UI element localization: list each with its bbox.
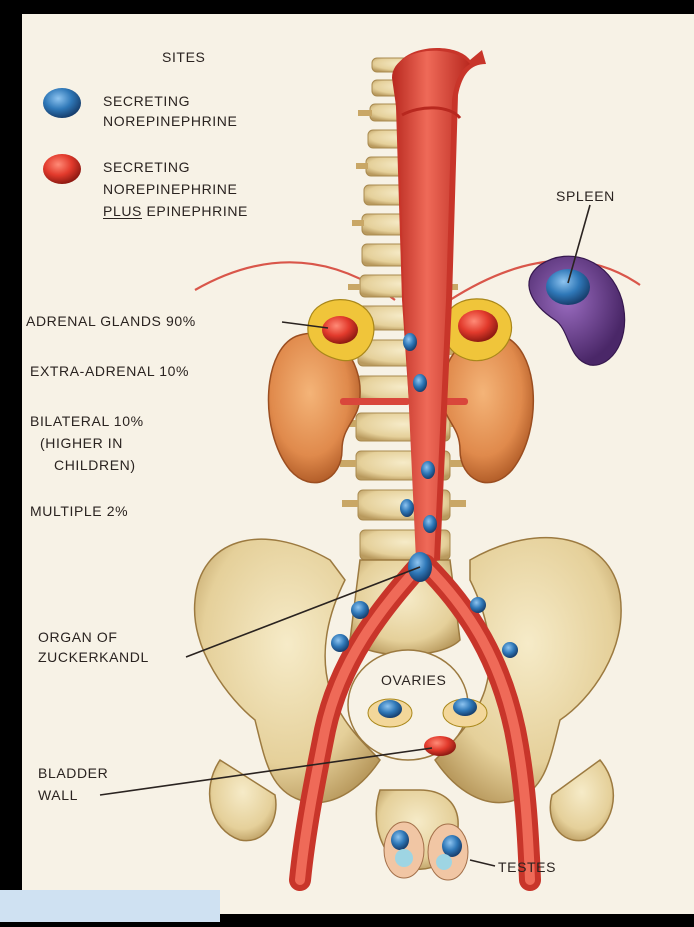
legend-item-2-line-2: NOREPINEPHRINE <box>103 180 237 199</box>
legend-item-2-line-3: PLUS EPINEPHRINE <box>103 202 248 221</box>
legend-plus-word: PLUS <box>103 203 142 219</box>
legend-swatch-norepinephrine <box>43 88 81 118</box>
legend-item-1-line-2: NOREPINEPHRINE <box>103 112 237 131</box>
label-bilateral-note-2: CHILDREN) <box>54 456 136 475</box>
label-organ-of: ORGAN OF <box>38 628 117 647</box>
label-extra-adrenal: EXTRA-ADRENAL 10% <box>30 362 189 381</box>
label-bilateral: BILATERAL 10% <box>30 412 144 431</box>
legend-item-2-line-1: SECRETING <box>103 158 190 177</box>
adrenal-tumor-left <box>322 316 358 344</box>
label-testes: TESTES <box>498 858 556 877</box>
label-multiple: MULTIPLE 2% <box>30 502 128 521</box>
legend-swatch-epinephrine <box>43 154 81 184</box>
label-bilateral-note-1: (HIGHER IN <box>40 434 123 453</box>
adrenal-tumor-right <box>458 310 498 342</box>
label-ovaries: OVARIES <box>381 671 446 690</box>
bladder-tumor <box>424 736 456 756</box>
label-zuckerkandl: ZUCKERKANDL <box>38 648 149 667</box>
label-spleen: SPLEEN <box>556 187 615 206</box>
label-wall: WALL <box>38 786 78 805</box>
corner-patch <box>0 890 220 922</box>
spleen-tumor <box>546 269 590 305</box>
label-adrenal-glands: ADRENAL GLANDS 90% <box>26 312 196 331</box>
label-bladder: BLADDER <box>38 764 108 783</box>
legend-epinephrine-word: EPINEPHRINE <box>142 203 248 219</box>
legend-title: SITES <box>162 48 205 67</box>
legend-item-1-line-1: SECRETING <box>103 92 190 111</box>
